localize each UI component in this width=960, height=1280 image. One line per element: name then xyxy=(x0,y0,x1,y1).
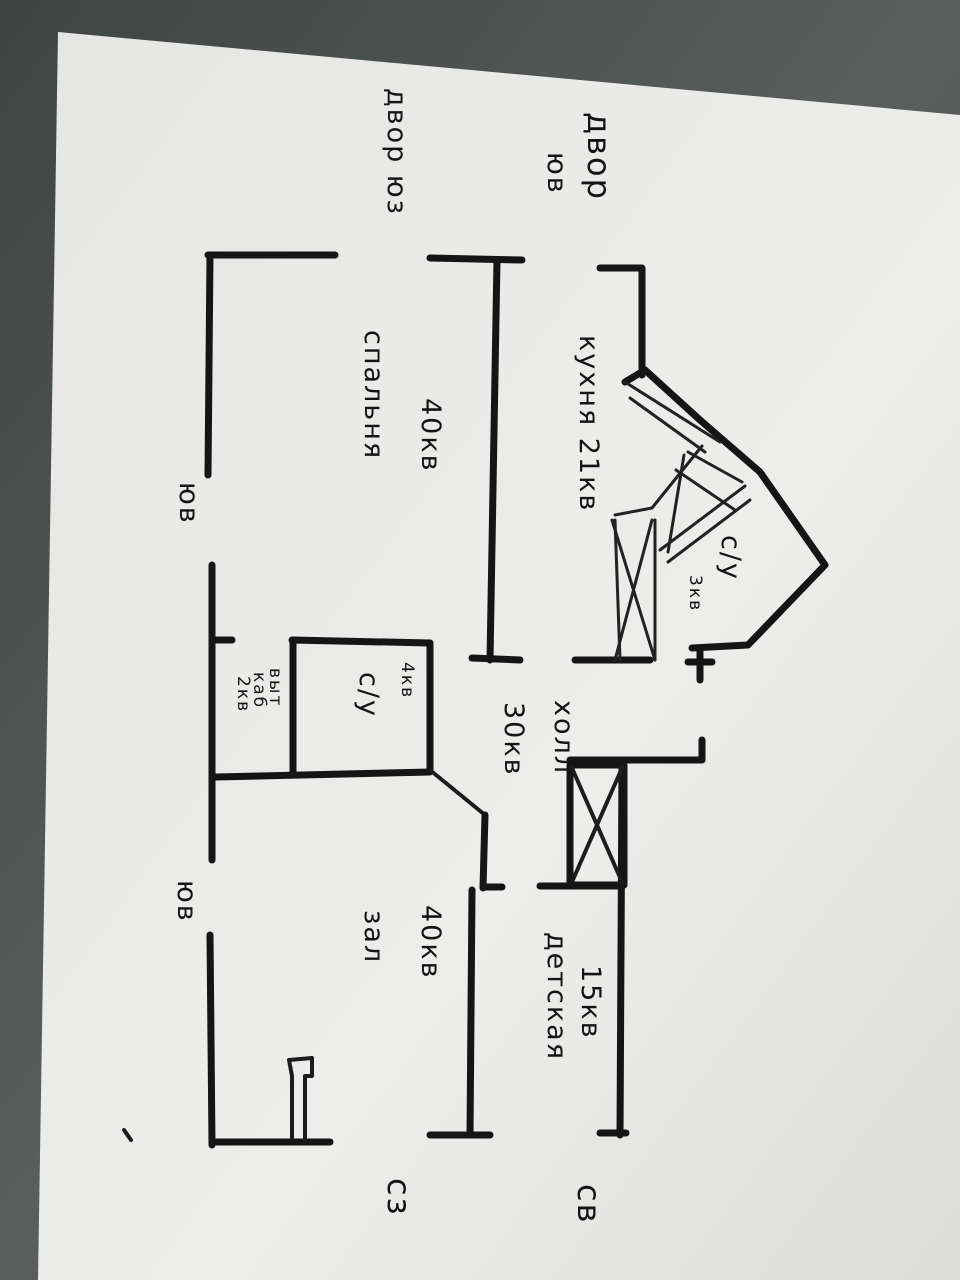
label-kids-area: 15кв xyxy=(575,965,606,1040)
wall-living-kids xyxy=(466,886,476,1139)
labels: двор юв двор юз кухня 21кв с/у 3кв 40кв … xyxy=(171,88,746,1224)
wall-hall-t xyxy=(684,644,716,684)
wall-bath-bottom xyxy=(211,768,434,781)
wc-hatching xyxy=(610,380,752,662)
label-utility-line1: выт xyxy=(265,668,285,707)
wall-left-1 xyxy=(204,251,214,479)
wall-bedroom-bottom xyxy=(211,636,434,647)
label-living-area: 40кв xyxy=(415,905,446,980)
label-wc-kitchen-line2: 3кв xyxy=(685,575,705,612)
label-hall-name: холл xyxy=(548,700,579,775)
wall-hall-right xyxy=(566,736,706,764)
wall-hall-living xyxy=(479,811,489,892)
wall-bedroom-kitchen xyxy=(486,256,501,664)
label-bathroom-area: 4кв xyxy=(397,662,417,699)
label-utility-line3: 2кв xyxy=(233,676,253,713)
wall-top-2 xyxy=(426,254,526,264)
label-wc-kitchen-line1: с/у xyxy=(715,535,746,581)
label-corner-ne: св xyxy=(570,1184,608,1224)
wardrobe xyxy=(566,761,628,889)
wall-left-3 xyxy=(206,931,216,1149)
label-yard-se-line2: юв xyxy=(541,152,572,195)
window-mark xyxy=(287,1056,314,1142)
walls xyxy=(122,251,829,1149)
label-kids-name: детская xyxy=(541,932,572,1061)
label-yard-sw: двор юз xyxy=(381,88,412,216)
label-utility-line2: каб xyxy=(249,672,269,709)
label-side-top: юв xyxy=(173,482,204,525)
label-kitchen: кухня 21кв xyxy=(573,335,604,512)
label-corner-nw: сз xyxy=(380,1178,418,1217)
wardrobe-cross xyxy=(570,766,624,884)
wardrobe-box xyxy=(566,761,628,889)
wall-wc-outline xyxy=(621,366,829,652)
label-hall-area: 30кв xyxy=(498,702,529,777)
label-yard-se-line1: двор xyxy=(580,112,618,201)
label-living-name: зал xyxy=(358,910,389,964)
label-bedroom-name: спальня xyxy=(358,330,389,460)
wall-kitchen-top xyxy=(596,264,646,379)
wall-hall-left xyxy=(468,654,524,664)
label-side-bottom: юв xyxy=(171,880,202,923)
pen-tick xyxy=(122,1128,133,1142)
label-bedroom-area: 40кв xyxy=(415,398,446,473)
label-bathroom-name: с/у xyxy=(353,672,384,718)
door-swing xyxy=(428,768,487,817)
